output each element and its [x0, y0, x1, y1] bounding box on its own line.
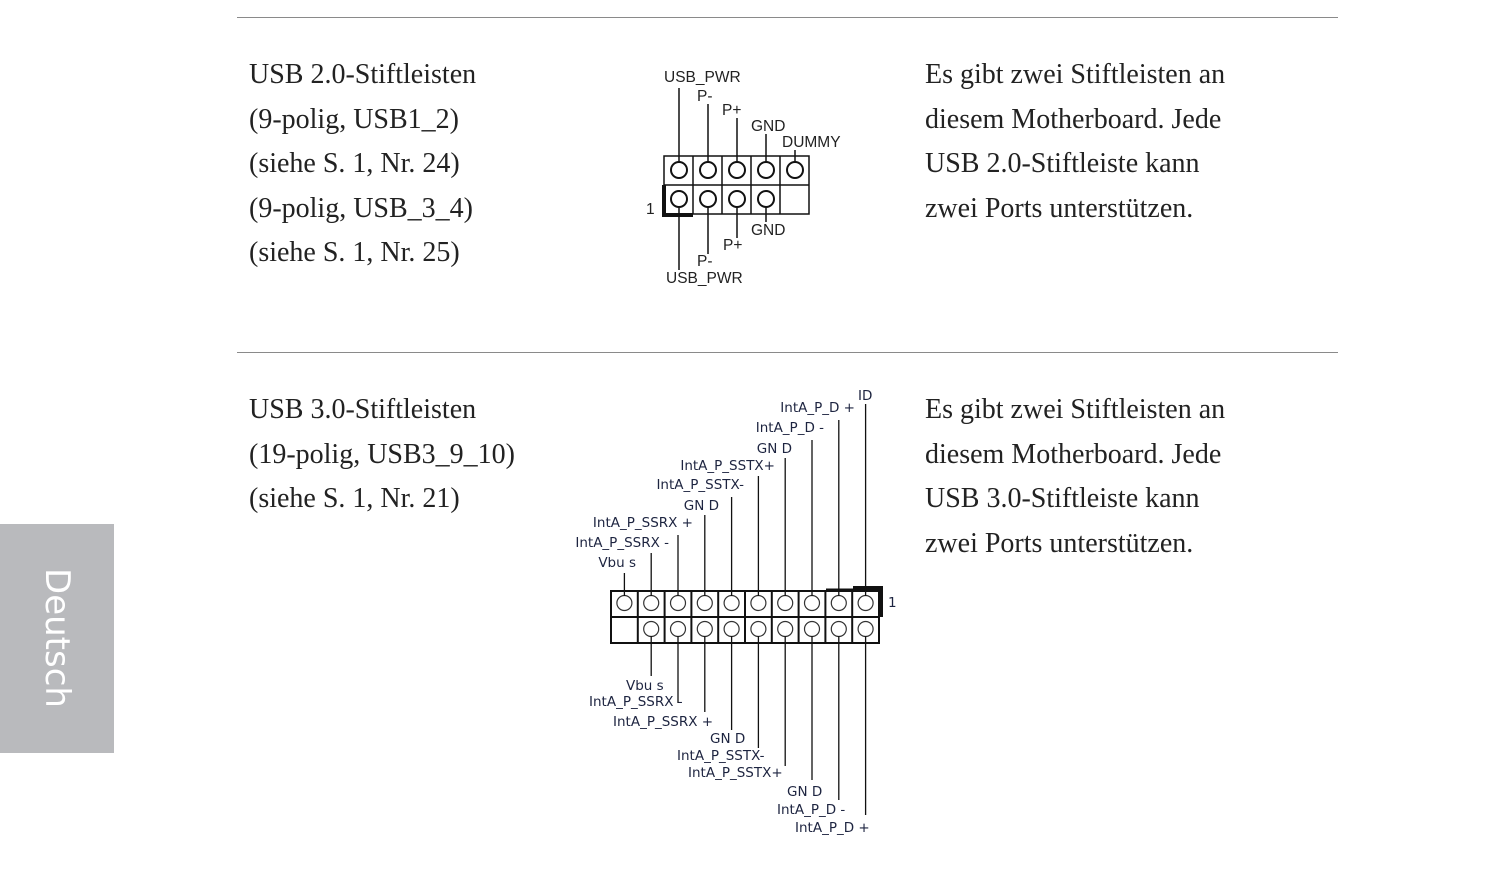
pin-circle	[723, 620, 740, 638]
pin-circle	[616, 594, 633, 612]
pin-circle	[803, 594, 821, 612]
text-line: (siehe S. 1, Nr. 21)	[249, 483, 460, 514]
pin1-label: 1	[646, 201, 655, 218]
pin-label: IntA_P_SSRX -	[575, 535, 669, 551]
pin-label: ID	[858, 388, 872, 404]
pin-label: P-	[697, 88, 713, 105]
pin-label: GND	[751, 118, 785, 135]
pin-label: Vbu s	[626, 678, 664, 694]
usb2-description: Es gibt zwei Stiftleisten an diesem Moth…	[925, 53, 1225, 231]
divider-middle	[237, 352, 1338, 353]
pin-label: P-	[697, 253, 713, 270]
pin-circle	[803, 620, 821, 638]
text-line: (siehe S. 1, Nr. 25)	[249, 237, 460, 268]
pin-circle	[830, 594, 847, 612]
text-line: (19-polig, USB3_9_10)	[249, 438, 515, 470]
pin-label: DUMMY	[782, 134, 841, 151]
pin-label: IntA_P_D +	[780, 400, 855, 416]
pin-circle	[830, 620, 847, 638]
pin-label: GN D	[684, 498, 719, 514]
pin-label: GN D	[787, 784, 822, 800]
text-line: Es gibt zwei Stiftleisten an	[925, 394, 1226, 425]
pin-label: IntA_P_D -	[756, 420, 824, 436]
text-line: USB 3.0-Stiftleiste kann	[925, 483, 1200, 514]
pin-circle	[643, 594, 660, 612]
divider-top	[237, 17, 1338, 18]
pin-label: IntA_P_SSRX +	[593, 515, 693, 531]
usb3-title-block: USB 3.0-Stiftleisten (19-polig, USB3_9_1…	[249, 388, 515, 522]
text-line: USB 2.0-Stiftleiste kann	[925, 148, 1200, 179]
pin-label: IntA_P_SSTX+	[688, 765, 783, 781]
pin-label: IntA_P_D -	[777, 802, 845, 818]
pin-label: USB_PWR	[666, 270, 743, 287]
text-line: diesem Motherboard. Jede	[925, 438, 1222, 470]
pin-circle	[750, 620, 767, 638]
usb3-description: Es gibt zwei Stiftleisten an diesem Moth…	[925, 388, 1225, 566]
text-line: zwei Ports unterstützen.	[925, 527, 1194, 559]
pin-label: IntA_P_SSTX-	[677, 748, 765, 764]
text-line: zwei Ports unterstützen.	[925, 192, 1194, 224]
pin-label: Vbu s	[598, 555, 636, 571]
pin-circle	[669, 620, 687, 638]
pin-circle	[777, 594, 794, 612]
pin-label: P+	[723, 237, 742, 254]
pin-label: IntA_P_D +	[795, 820, 870, 836]
pin-label: IntA_P_SSTX-	[656, 477, 744, 493]
text-line: diesem Motherboard. Jede	[925, 103, 1222, 135]
pin-circle	[643, 620, 660, 638]
text-line: (9-polig, USB_3_4)	[249, 192, 473, 224]
pin-label: IntA_P_SSRX +	[613, 714, 713, 730]
pin-label: IntA_P_SSRX -	[589, 694, 683, 710]
pin-label: GN D	[757, 441, 792, 457]
usb3-grid	[610, 590, 880, 644]
pin-circle	[857, 594, 874, 612]
pin1-marker	[853, 586, 883, 617]
text-line: (siehe S. 1, Nr. 24)	[249, 148, 460, 179]
language-tab-label: Deutsch	[37, 568, 77, 708]
usb2-title-block: USB 2.0-Stiftleisten (9-polig, USB1_2) (…	[249, 53, 476, 276]
usb2-leads	[678, 88, 796, 270]
usb3-leads	[623, 404, 867, 815]
pin1-marker	[662, 185, 693, 217]
language-side-tab: Deutsch	[0, 524, 114, 753]
pin-circle	[669, 594, 687, 612]
text-line: USB 3.0-Stiftleisten	[249, 394, 477, 425]
pin1-label: 1	[888, 595, 897, 611]
pin-label: P+	[722, 102, 741, 119]
text-line: (9-polig, USB1_2)	[249, 103, 459, 135]
pin-circle	[723, 594, 740, 612]
pin-label: GND	[751, 222, 785, 239]
pin-label: USB_PWR	[664, 69, 741, 86]
pin-label: GN D	[710, 731, 745, 747]
pin-circle	[777, 620, 794, 638]
text-line: USB 2.0-Stiftleisten	[249, 59, 477, 90]
text-line: Es gibt zwei Stiftleisten an	[925, 59, 1226, 90]
pin-circle	[750, 594, 767, 612]
pin-circle	[696, 620, 713, 638]
pin-circle	[857, 620, 874, 638]
pin-label: IntA_P_SSTX+	[680, 458, 775, 474]
pin-circle	[696, 594, 713, 612]
